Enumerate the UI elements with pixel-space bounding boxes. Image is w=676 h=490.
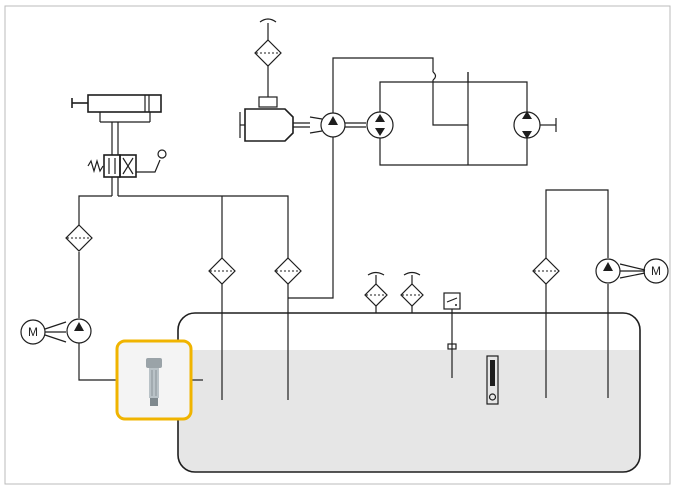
lever-icon [157, 149, 167, 159]
strainer-body [149, 368, 159, 398]
return-filter-right-icon [532, 257, 560, 285]
strainer-cap [146, 358, 162, 368]
motor-label: M [28, 325, 38, 339]
spring-icon [87, 158, 104, 174]
pressure-filter-icon [65, 224, 93, 252]
motor-label: M [651, 264, 661, 278]
suction-strainer-highlight [115, 339, 193, 421]
right-return-lines [545, 189, 609, 398]
combustion-engine-icon [239, 96, 310, 142]
breather-filter-1 [364, 271, 388, 313]
directional-valve [87, 122, 167, 196]
pump-right-icon [595, 258, 646, 284]
top-circuit-lines [288, 57, 528, 299]
breather-filter-2 [400, 271, 424, 313]
reservoir-oil [178, 350, 640, 472]
level-switch [443, 292, 461, 378]
electric-motor-right: M [643, 258, 669, 284]
level-gauge [486, 355, 499, 405]
return-filter-icon [274, 257, 302, 285]
left-circuit-lines [78, 195, 289, 400]
return-filter-icon [208, 257, 236, 285]
pump-left-icon [44, 318, 92, 344]
top-filter-breather [254, 18, 282, 97]
hydraulic-cylinder [71, 94, 162, 123]
